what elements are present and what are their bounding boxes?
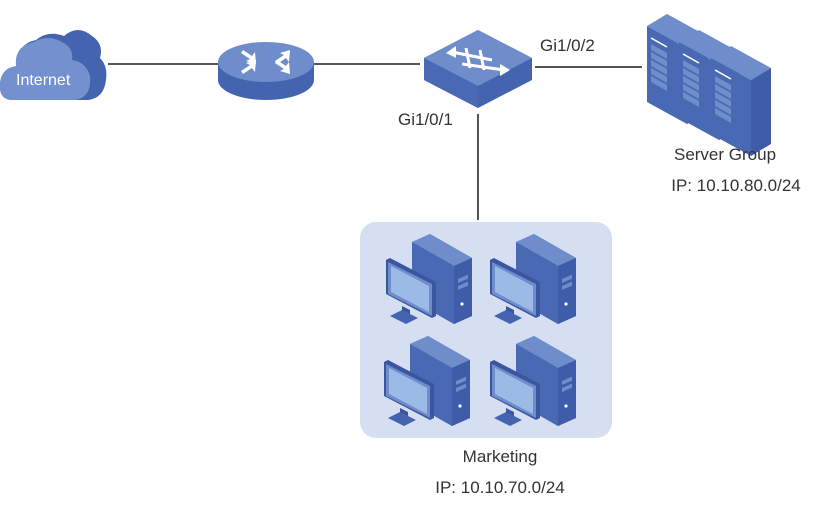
marketing-label: Marketing — [462, 447, 538, 466]
server-group-label: Server Group — [673, 145, 777, 164]
switch-icon — [424, 30, 532, 108]
server-rack-icon — [646, 13, 772, 157]
port-label-gi1-0-1: Gi1/0/1 — [398, 110, 453, 129]
server-group-ip: IP: 10.10.80.0/24 — [671, 176, 801, 195]
internet-label: Internet — [16, 72, 71, 89]
port-label-gi1-0-2: Gi1/0/2 — [540, 36, 595, 55]
marketing-ip: IP: 10.10.70.0/24 — [435, 478, 565, 497]
router-icon — [218, 42, 314, 100]
cloud-icon — [0, 30, 107, 100]
